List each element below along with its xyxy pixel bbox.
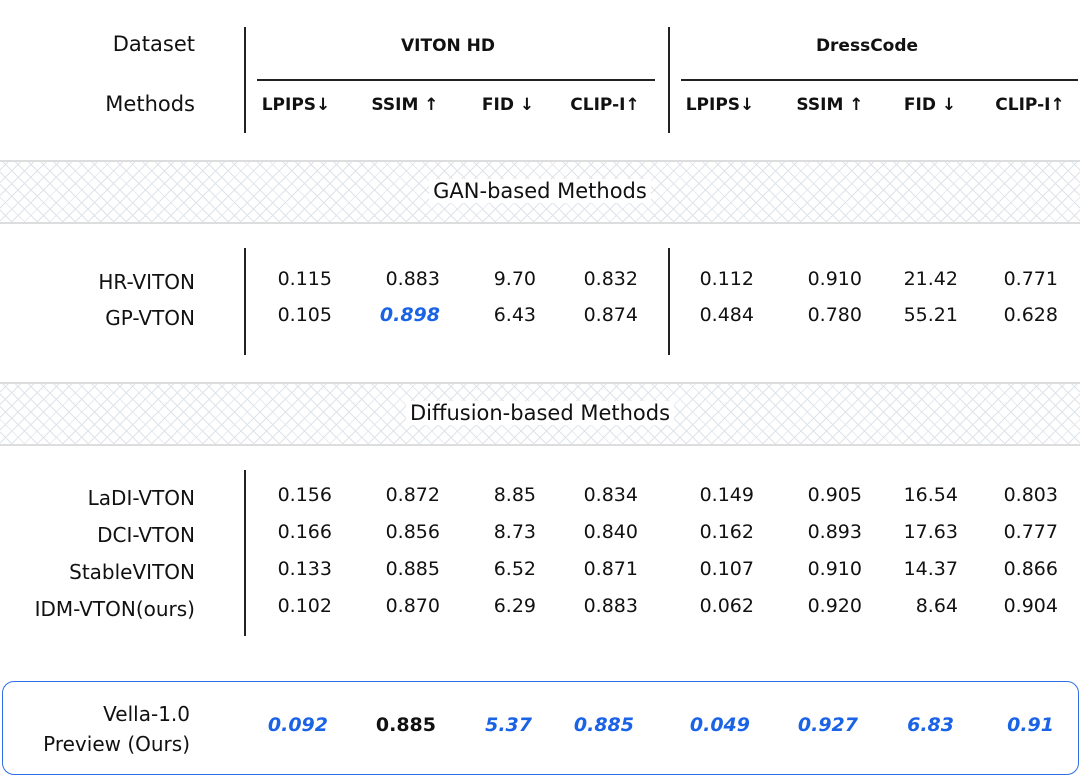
group-viton-hd: VITON HD: [400, 36, 495, 56]
method-name: DCI-VTON: [97, 523, 195, 547]
table-cell: 0.856: [385, 521, 440, 543]
highlight-cell: 0.092: [267, 714, 328, 736]
highlight-cell: 6.83: [907, 714, 954, 736]
section-title: Diffusion-based Methods: [405, 401, 675, 425]
table-cell: 0.870: [385, 595, 440, 617]
table-cell: 0.904: [1003, 595, 1058, 617]
table-cell: 0.105: [277, 304, 332, 326]
divider: [257, 79, 655, 81]
table-cell: 0.866: [1003, 558, 1058, 580]
dataset-label: Dataset: [112, 32, 195, 56]
table-cell: 0.102: [277, 595, 332, 617]
table-cell: 0.115: [277, 268, 332, 290]
column-header: CLIP-I↑: [995, 95, 1065, 115]
table-cell: 21.42: [903, 268, 958, 290]
table-cell: 0.107: [699, 558, 754, 580]
methods-label: Methods: [105, 92, 195, 116]
table-cell: 16.54: [903, 484, 958, 506]
divider: [244, 470, 246, 636]
table-cell: 17.63: [903, 521, 958, 543]
table-cell: 0.898: [379, 304, 440, 326]
highlight-method-line2: Preview (Ours): [43, 732, 190, 756]
table-cell: 0.803: [1003, 484, 1058, 506]
table-cell: 0.133: [277, 558, 332, 580]
table-cell: 9.70: [493, 268, 536, 290]
table-cell: 0.162: [699, 521, 754, 543]
table-cell: 6.52: [493, 558, 536, 580]
highlight-cell: 0.91: [1007, 714, 1054, 736]
divider: [244, 27, 246, 133]
table-cell: 0.628: [1003, 304, 1058, 326]
table-cell: 0.112: [699, 268, 754, 290]
table-cell: 0.832: [583, 268, 638, 290]
divider: [681, 79, 1078, 81]
highlight-cell: 0.927: [797, 714, 858, 736]
table-cell: 0.910: [807, 558, 862, 580]
highlight-cell: 0.885: [573, 714, 634, 736]
section-banner-diffusion: Diffusion-based Methods: [0, 382, 1080, 446]
method-name: LaDI-VTON: [87, 486, 195, 510]
table-cell: 0.874: [583, 304, 638, 326]
table-cell: 0.905: [807, 484, 862, 506]
table-cell: 0.920: [807, 595, 862, 617]
table-cell: 0.780: [807, 304, 862, 326]
column-header: CLIP-I↑: [570, 95, 640, 115]
table-cell: 8.64: [915, 595, 958, 617]
highlight-method-line1: Vella-1.0: [103, 702, 190, 726]
highlight-cell: 5.37: [485, 714, 532, 736]
method-name: HR-VITON: [98, 270, 195, 294]
section-banner-gan: GAN-based Methods: [0, 160, 1080, 224]
group-dresscode: DressCode: [815, 36, 919, 56]
method-name: IDM-VTON(ours): [34, 597, 195, 621]
highlight-row-box: [2, 681, 1079, 775]
table-cell: 0.156: [277, 484, 332, 506]
column-header: LPIPS↓: [685, 95, 755, 115]
column-header: LPIPS↓: [261, 95, 331, 115]
column-header: FID ↓: [903, 95, 957, 115]
table-cell: 0.893: [807, 521, 862, 543]
column-header: SSIM ↑: [796, 95, 864, 115]
divider: [244, 248, 246, 355]
table-cell: 0.834: [583, 484, 638, 506]
highlight-cell: 0.885: [375, 714, 436, 736]
table-cell: 0.910: [807, 268, 862, 290]
highlight-cell: 0.049: [689, 714, 750, 736]
table-cell: 0.777: [1003, 521, 1058, 543]
table-cell: 0.872: [385, 484, 440, 506]
table-cell: 55.21: [903, 304, 958, 326]
table-cell: 0.771: [1003, 268, 1058, 290]
table-cell: 14.37: [903, 558, 958, 580]
table-cell: 8.85: [493, 484, 536, 506]
divider: [668, 248, 670, 355]
table-cell: 0.885: [385, 558, 440, 580]
table-cell: 8.73: [493, 521, 536, 543]
table-cell: 0.883: [385, 268, 440, 290]
table-cell: 0.883: [583, 595, 638, 617]
column-header: FID ↓: [481, 95, 535, 115]
table-cell: 0.166: [277, 521, 332, 543]
table-cell: 6.43: [493, 304, 536, 326]
table-cell: 6.29: [493, 595, 536, 617]
section-title: GAN-based Methods: [429, 179, 651, 203]
method-name: GP-VTON: [105, 306, 195, 330]
method-name: StableVITON: [69, 560, 195, 584]
table-cell: 0.484: [699, 304, 754, 326]
table-cell: 0.871: [583, 558, 638, 580]
divider: [668, 27, 670, 133]
table-cell: 0.840: [583, 521, 638, 543]
table-cell: 0.149: [699, 484, 754, 506]
table-cell: 0.062: [699, 595, 754, 617]
column-header: SSIM ↑: [371, 95, 439, 115]
